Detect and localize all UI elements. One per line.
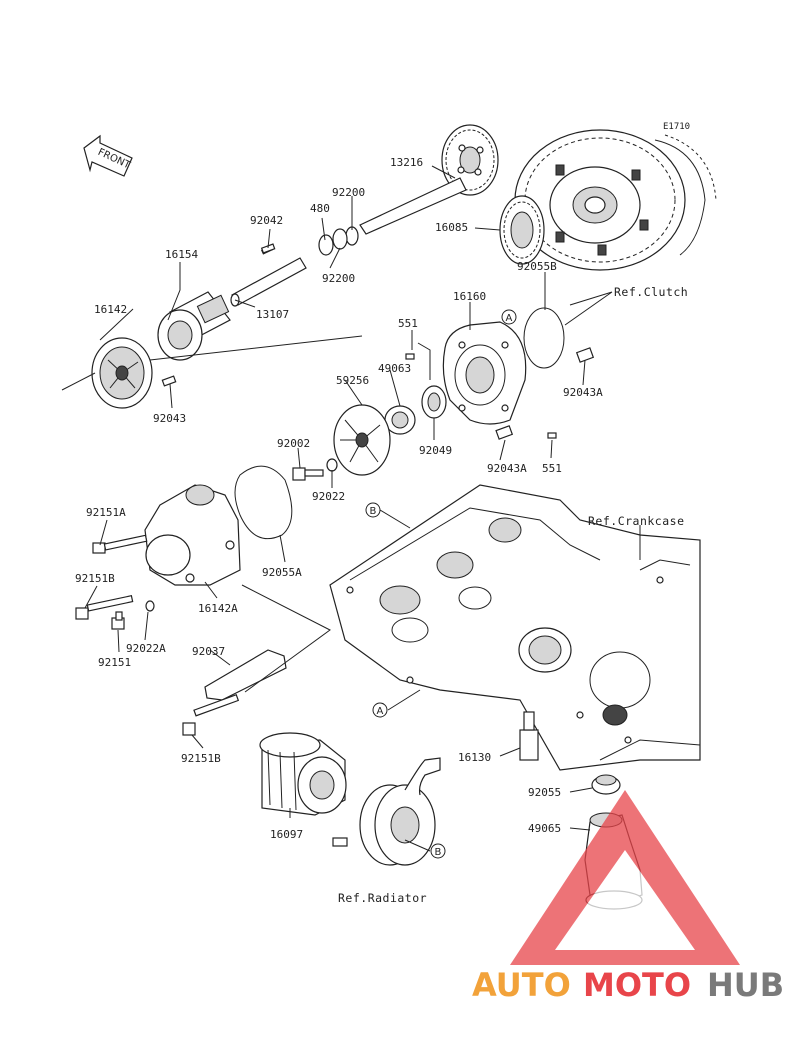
bolt-92151B-upper	[75, 594, 134, 620]
diagram-code: E1710	[663, 122, 690, 132]
callout-b-lower: B	[430, 843, 446, 859]
oring-92055	[591, 774, 621, 795]
label-92055A: 92055A	[262, 566, 302, 579]
shaft-gear-13216	[359, 124, 499, 235]
label-551-upper: 551	[398, 317, 418, 330]
svg-text:A: A	[506, 313, 513, 324]
crankcase	[329, 484, 701, 771]
pump-body-16142A	[144, 484, 241, 586]
oring-92055A	[234, 465, 293, 540]
label-16130: 16130	[458, 751, 491, 764]
label-16142A: 16142A	[198, 602, 238, 615]
pump-rotor-16142	[91, 337, 153, 409]
logo-word-hub: HUB	[707, 966, 784, 1004]
label-13216: 13216	[390, 156, 423, 169]
label-16154: 16154	[165, 248, 198, 261]
label-92151A: 92151A	[86, 506, 126, 519]
seal-49063	[384, 405, 416, 435]
label-551-lower: 551	[542, 462, 562, 475]
bolt-92002	[292, 467, 324, 481]
label-92037: 92037	[192, 645, 225, 658]
oil-filter-16097	[259, 732, 347, 816]
dowel-92043A-lower	[495, 425, 514, 440]
pipe-92037	[204, 649, 287, 701]
logo-word-moto: MOTO	[583, 966, 691, 1004]
label-92042: 92042	[250, 214, 283, 227]
pin-92042	[260, 243, 276, 254]
washer-92022A	[145, 600, 155, 612]
label-92151B-lower: 92151B	[181, 752, 221, 765]
ref-clutch: Ref.Clutch	[614, 285, 688, 299]
label-49065: 49065	[528, 822, 561, 835]
label-92055: 92055	[528, 786, 561, 799]
ref-radiator: Ref.Radiator	[338, 891, 427, 905]
fitting-16130	[519, 711, 539, 761]
label-92151: 92151	[98, 656, 131, 669]
bolt-92151B-lower	[182, 694, 240, 736]
label-92043A-right: 92043A	[563, 386, 603, 399]
label-16097: 16097	[270, 828, 303, 841]
dowel-92043A-right	[575, 347, 595, 363]
oil-cooler	[332, 757, 441, 866]
label-49063: 49063	[378, 362, 411, 375]
automotohub-logo: AUTO MOTO HUB	[472, 790, 784, 1004]
label-92151B-upper: 92151B	[75, 572, 115, 585]
front-arrow-icon: FRONT	[83, 134, 133, 177]
pin-92043	[161, 375, 177, 387]
label-13107: 13107	[256, 308, 289, 321]
label-16160: 16160	[453, 290, 486, 303]
pump-shaft-13107	[230, 245, 307, 307]
label-92043: 92043	[153, 412, 186, 425]
label-92055B: 92055B	[517, 260, 557, 273]
logo-word-auto: AUTO	[472, 966, 571, 1004]
label-16142: 16142	[94, 303, 127, 316]
washer-92022	[326, 458, 338, 472]
label-92022: 92022	[312, 490, 345, 503]
svg-text:B: B	[435, 847, 442, 858]
svg-text:B: B	[370, 506, 377, 517]
large-clutch-gear	[514, 129, 717, 271]
label-92200-upper: 92200	[332, 186, 365, 199]
bolt-92151A	[92, 534, 148, 554]
bolt-92151	[111, 611, 125, 630]
pin-551-top	[405, 353, 415, 360]
pin-551-bottom	[547, 432, 557, 439]
callout-a-upper: A	[501, 309, 517, 325]
label-92043A-lower: 92043A	[487, 462, 527, 475]
label-92002: 92002	[277, 437, 310, 450]
oring-92055B	[523, 307, 565, 369]
impeller-59256	[333, 404, 391, 476]
label-92022A: 92022A	[126, 642, 166, 655]
warning-triangle-icon	[510, 790, 740, 965]
label-59256: 59256	[336, 374, 369, 387]
leader-lines	[84, 165, 641, 852]
label-92200-lower: 92200	[322, 272, 355, 285]
label-16085: 16085	[435, 221, 468, 234]
label-480: 480	[310, 202, 330, 215]
callout-a-lower: A	[372, 702, 388, 718]
seal-92049	[421, 385, 447, 419]
gear-16085	[499, 195, 545, 265]
svg-text:A: A	[377, 706, 384, 717]
rotor-16154	[157, 291, 231, 361]
label-92049: 92049	[419, 444, 452, 457]
callout-b-upper: B	[365, 502, 381, 518]
pump-cover-16160	[442, 321, 527, 425]
ref-crankcase: Ref.Crankcase	[588, 514, 685, 528]
